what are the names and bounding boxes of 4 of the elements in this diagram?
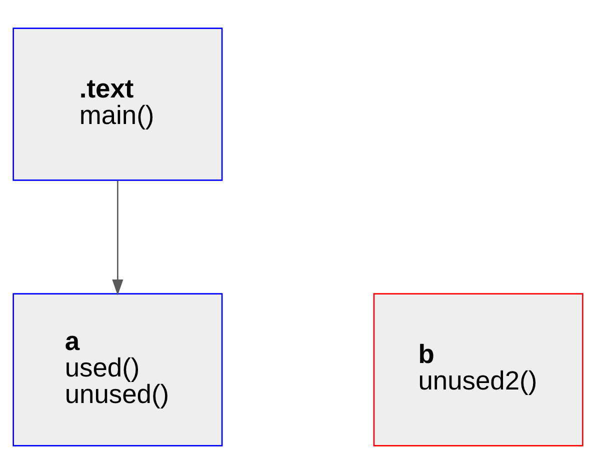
node-box: .text main() [12,28,223,181]
node-box: b unused2() [373,293,584,446]
arrow [112,180,124,296]
node-box: a used() unused() [12,293,223,446]
